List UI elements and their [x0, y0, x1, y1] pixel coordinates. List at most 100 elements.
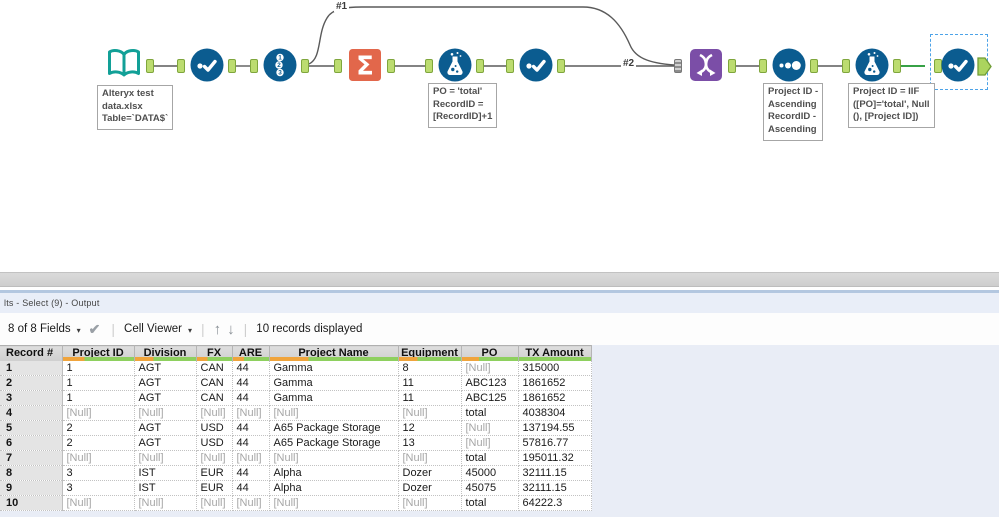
table-cell[interactable]: 44	[232, 360, 270, 376]
table-cell[interactable]: Alpha	[269, 480, 399, 496]
table-cell[interactable]: [Null]	[196, 405, 233, 421]
table-cell[interactable]: 1861652	[518, 375, 592, 391]
row-number-cell[interactable]: 7	[0, 450, 63, 466]
table-cell[interactable]: [Null]	[232, 405, 270, 421]
table-cell[interactable]: [Null]	[269, 450, 399, 466]
table-cell[interactable]: [Null]	[62, 405, 135, 421]
table-cell[interactable]: 1861652	[518, 390, 592, 406]
table-cell[interactable]: [Null]	[398, 495, 462, 511]
table-cell[interactable]: AGT	[134, 435, 197, 451]
sort-tool[interactable]	[772, 48, 806, 87]
output-anchor[interactable]	[301, 59, 309, 73]
column-header[interactable]: Division	[134, 345, 197, 361]
output-anchor[interactable]	[476, 59, 484, 73]
output-anchor[interactable]	[810, 59, 818, 73]
table-cell[interactable]: 32111.15	[518, 480, 592, 496]
table-cell[interactable]: Gamma	[269, 375, 399, 391]
up-arrow-icon[interactable]: ↑	[213, 320, 222, 338]
union-multi-input-anchor[interactable]	[674, 59, 682, 73]
table-cell[interactable]: 1	[62, 375, 135, 391]
table-cell[interactable]: 3	[62, 480, 135, 496]
table-cell[interactable]: 2	[62, 420, 135, 436]
output-anchor[interactable]	[893, 59, 901, 73]
table-cell[interactable]: 1	[62, 360, 135, 376]
output-anchor[interactable]	[146, 59, 154, 73]
table-cell[interactable]: CAN	[196, 360, 233, 376]
table-cell[interactable]: 195011.32	[518, 450, 592, 466]
table-cell[interactable]: [Null]	[461, 360, 519, 376]
row-number-cell[interactable]: 9	[0, 480, 63, 496]
row-number-cell[interactable]: 4	[0, 405, 63, 421]
table-cell[interactable]: CAN	[196, 390, 233, 406]
table-cell[interactable]: total	[461, 450, 519, 466]
table-cell[interactable]: EUR	[196, 480, 233, 496]
table-cell[interactable]: 44	[232, 390, 270, 406]
row-number-cell[interactable]: 8	[0, 465, 63, 481]
table-row[interactable]: 10[Null][Null][Null][Null][Null][Null]to…	[0, 495, 592, 511]
table-cell[interactable]: Dozer	[398, 480, 462, 496]
table-cell[interactable]: 44	[232, 435, 270, 451]
table-row[interactable]: 4[Null][Null][Null][Null][Null][Null]tot…	[0, 405, 592, 421]
table-cell[interactable]: 4038304	[518, 405, 592, 421]
table-cell[interactable]: 44	[232, 420, 270, 436]
output-anchor[interactable]	[557, 59, 565, 73]
column-header[interactable]: FX	[196, 345, 233, 361]
table-cell[interactable]: IST	[134, 465, 197, 481]
input-anchor[interactable]	[842, 59, 850, 73]
table-cell[interactable]: 3	[62, 465, 135, 481]
workflow-canvas[interactable]: #1 #2	[0, 0, 999, 272]
row-number-cell[interactable]: 5	[0, 420, 63, 436]
column-header[interactable]: Project ID	[62, 345, 135, 361]
column-header[interactable]: TX Amount	[518, 345, 592, 361]
column-header[interactable]: Project Name	[269, 345, 399, 361]
table-cell[interactable]: USD	[196, 420, 233, 436]
output-anchor[interactable]	[728, 59, 736, 73]
input-anchor[interactable]	[334, 59, 342, 73]
row-number-cell[interactable]: 10	[0, 495, 63, 511]
formula-tool-1[interactable]	[438, 48, 472, 87]
table-cell[interactable]: [Null]	[461, 435, 519, 451]
chevron-down-icon[interactable]: ▾	[188, 325, 193, 335]
select-tool-1[interactable]	[190, 48, 224, 87]
cell-viewer-dropdown[interactable]: Cell Viewer	[124, 323, 182, 335]
table-cell[interactable]: 57816.77	[518, 435, 592, 451]
table-cell[interactable]: [Null]	[196, 495, 233, 511]
table-cell[interactable]: ABC123	[461, 375, 519, 391]
table-cell[interactable]: A65 Package Storage	[269, 435, 399, 451]
table-cell[interactable]: 44	[232, 465, 270, 481]
table-cell[interactable]: 315000	[518, 360, 592, 376]
table-cell[interactable]: [Null]	[398, 405, 462, 421]
table-cell[interactable]: [Null]	[196, 450, 233, 466]
table-cell[interactable]: 12	[398, 420, 462, 436]
apply-check-icon[interactable]: ✔	[88, 320, 101, 337]
table-cell[interactable]: 32111.15	[518, 465, 592, 481]
table-cell[interactable]: A65 Package Storage	[269, 420, 399, 436]
table-cell[interactable]: AGT	[134, 360, 197, 376]
table-cell[interactable]: 11	[398, 390, 462, 406]
table-cell[interactable]: 44	[232, 480, 270, 496]
table-cell[interactable]: 13	[398, 435, 462, 451]
table-cell[interactable]: [Null]	[134, 450, 197, 466]
input-anchor[interactable]	[759, 59, 767, 73]
row-number-cell[interactable]: 1	[0, 360, 63, 376]
connection-label-2[interactable]: #2	[621, 58, 637, 69]
table-cell[interactable]: [Null]	[134, 495, 197, 511]
row-number-cell[interactable]: 3	[0, 390, 63, 406]
table-cell[interactable]: 2	[62, 435, 135, 451]
table-row[interactable]: 7[Null][Null][Null][Null][Null][Null]tot…	[0, 450, 592, 466]
table-cell[interactable]: [Null]	[62, 495, 135, 511]
column-header[interactable]: Equipment	[398, 345, 462, 361]
table-cell[interactable]: 45000	[461, 465, 519, 481]
tool-annotation-sort[interactable]: Project ID - Ascending RecordID - Ascend…	[763, 83, 824, 141]
input-anchor[interactable]	[934, 59, 942, 73]
select-tool-3-selected[interactable]	[941, 48, 975, 87]
table-cell[interactable]: total	[461, 405, 519, 421]
table-cell[interactable]: [Null]	[269, 405, 399, 421]
row-number-cell[interactable]: 2	[0, 375, 63, 391]
table-cell[interactable]: AGT	[134, 420, 197, 436]
